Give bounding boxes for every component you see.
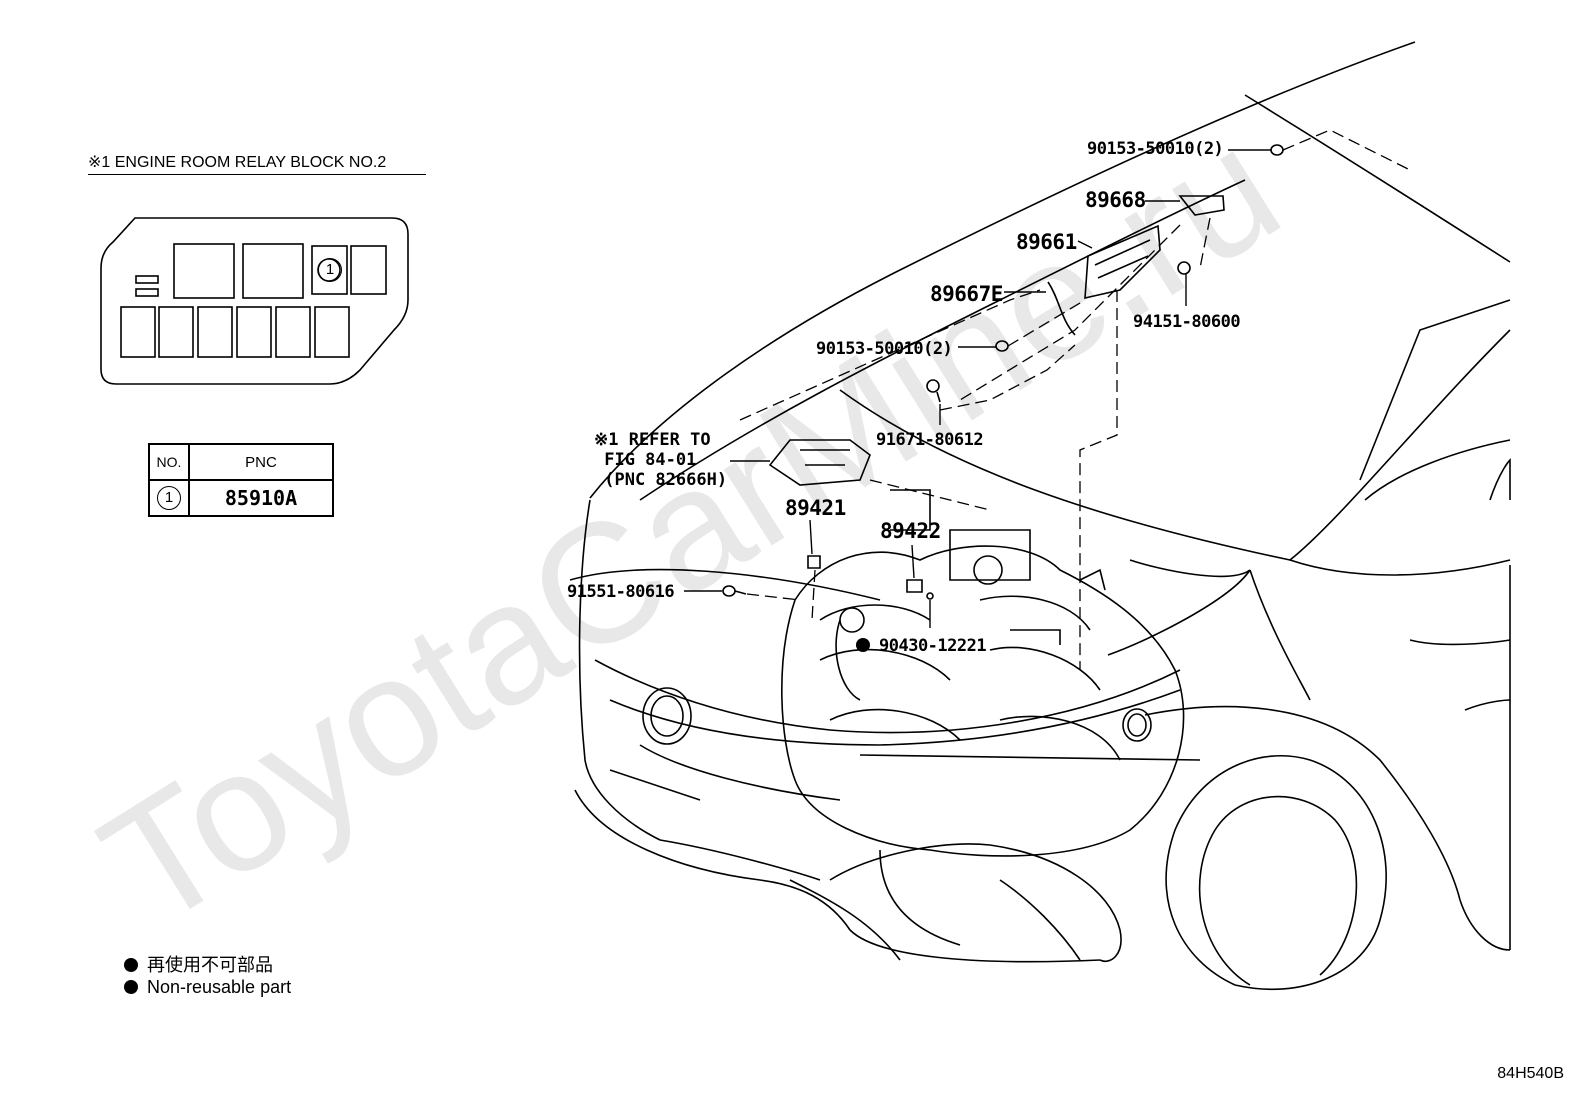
harness-89667e-shape	[1047, 281, 1076, 336]
part-label-89421[interactable]: 89421	[785, 496, 846, 520]
part-label-89661[interactable]: 89661	[1016, 230, 1077, 254]
part-label-89422[interactable]: 89422	[880, 519, 941, 543]
relay-block-slots	[120, 243, 387, 358]
ecu-module-shape	[1084, 224, 1161, 300]
relay-block-title: ※1 ENGINE ROOM RELAY BLOCK NO.2	[88, 154, 387, 171]
fasteners	[722, 144, 1284, 600]
part-label-89667e[interactable]: 89667E	[930, 282, 1003, 306]
pnc-table-header: NO. PNC	[148, 443, 334, 481]
part-label-90153-top[interactable]: 90153-50010(2)	[1087, 139, 1224, 159]
part-label-91671[interactable]: 91671-80612	[876, 430, 984, 450]
relay-block-outline	[100, 217, 409, 385]
non-reusable-dot-icon	[124, 958, 138, 972]
car-body-lines	[569, 41, 1511, 991]
pnc-header-pnc: PNC	[188, 443, 334, 481]
relay-slot-marker: 1	[318, 258, 342, 282]
table-row: 1 85910A	[148, 479, 334, 517]
dashed-guide-lines	[739, 129, 1411, 670]
pnc-row-value: 85910A	[188, 479, 334, 517]
title-underline	[88, 174, 426, 175]
part-label-90430[interactable]: 90430-12221	[856, 636, 987, 656]
non-reusable-dot-icon	[856, 638, 870, 652]
pnc-row-no: 1	[148, 479, 190, 517]
relay-bracket-shape	[768, 439, 871, 486]
refer-note: ※1 REFER TO FIG 84-01 (PNC 82666H)	[594, 430, 728, 490]
headlight-right	[1122, 708, 1152, 742]
part-label-94151[interactable]: 94151-80600	[1133, 312, 1241, 332]
leader-lines	[684, 149, 1271, 628]
engine-outline	[781, 489, 1185, 857]
non-reusable-dot-icon	[124, 980, 138, 994]
part-label-91551[interactable]: 91551-80616	[567, 582, 675, 602]
pnc-header-no: NO.	[148, 443, 190, 481]
headlight-left	[642, 687, 692, 745]
legend-en: Non-reusable part	[124, 977, 291, 998]
diagram-code: 84H540B	[1497, 1065, 1564, 1082]
pnc-table: NO. PNC 1 85910A	[148, 443, 334, 517]
part-label-89668[interactable]: 89668	[1085, 188, 1146, 212]
part-label-90153-mid[interactable]: 90153-50010(2)	[816, 339, 953, 359]
bracket-89668-shape	[1178, 195, 1225, 216]
legend-jp: 再使用不可部品	[124, 951, 273, 977]
